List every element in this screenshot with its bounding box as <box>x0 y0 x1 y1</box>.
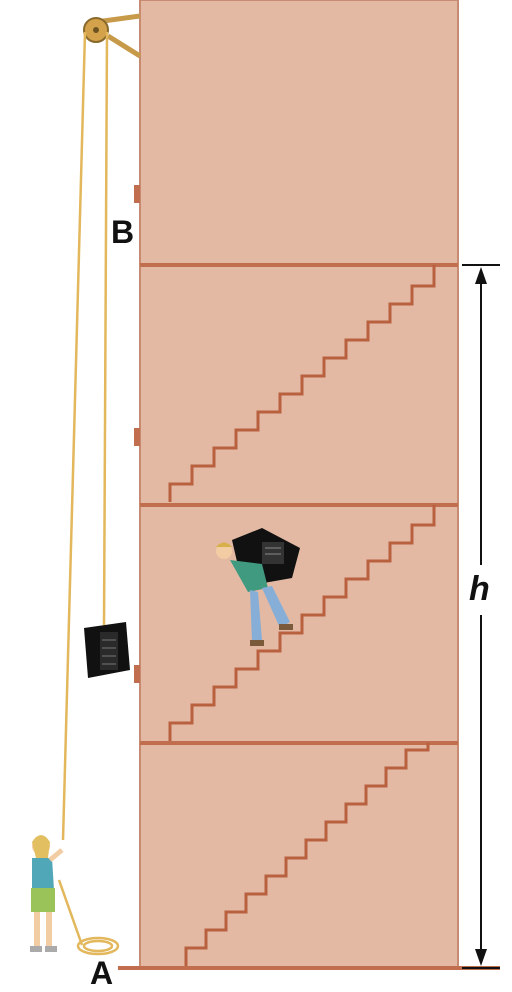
height-dimension <box>462 264 500 969</box>
wall-bracket <box>134 185 140 203</box>
staircase-middle <box>168 505 436 741</box>
height-label: h <box>469 570 490 608</box>
rope <box>57 31 120 956</box>
wall-bracket <box>134 665 140 683</box>
hoisted-tv-icon <box>84 622 130 678</box>
person-carrying-tv-icon <box>216 528 300 646</box>
rope-coil <box>76 936 120 956</box>
pulley-assembly <box>83 13 142 59</box>
wall-bracket <box>134 428 140 446</box>
point-b-label: B <box>111 214 135 250</box>
staircase-bottom <box>184 743 430 966</box>
staircase-top <box>168 265 436 502</box>
point-a-label: A <box>90 955 114 991</box>
person-pulling-rope-icon <box>30 835 64 952</box>
